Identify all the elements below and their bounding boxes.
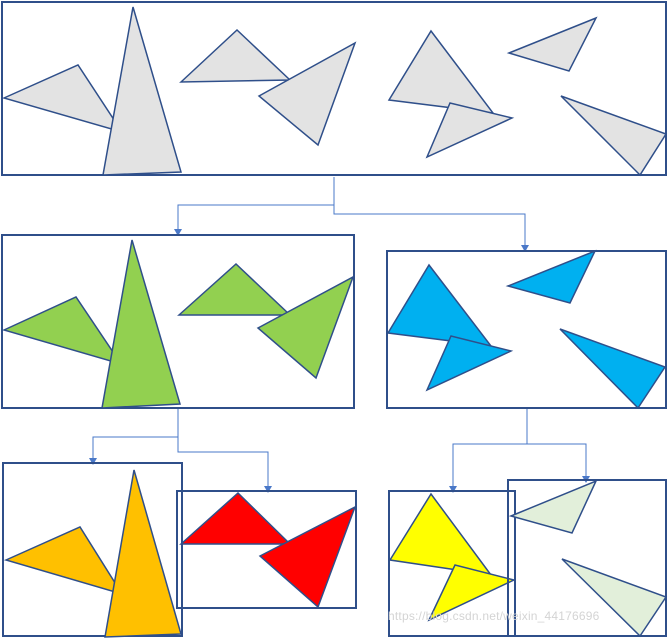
right-child-triangles	[386, 249, 667, 410]
leaf-right-b-triangles	[508, 479, 668, 638]
triangle	[561, 558, 668, 638]
triangle	[425, 335, 514, 392]
root-bounding-box	[1, 1, 667, 176]
leaf-left-a-triangles	[3, 469, 182, 638]
connector-right-to-leaf-a	[452, 409, 528, 487]
triangle	[425, 102, 515, 159]
triangle	[388, 492, 493, 577]
watermark-text: https://blog.csdn.net/weixin_44176696	[388, 609, 600, 623]
connector-root-to-left	[177, 177, 335, 230]
root-node	[1, 1, 668, 177]
connector-root-to-right	[333, 205, 526, 246]
leaf-right-a-triangles	[388, 492, 517, 622]
leaf-right-b-node	[507, 479, 668, 638]
triangle	[101, 239, 181, 409]
connectors	[89, 177, 590, 493]
triangle	[257, 41, 357, 147]
triangle	[177, 262, 292, 316]
leaf-right-a-bounding-box	[388, 490, 516, 637]
triangle	[559, 328, 667, 410]
connector-left-to-leaf-a	[92, 409, 179, 459]
triangle	[179, 491, 292, 545]
arrowhead	[449, 486, 457, 493]
triangle	[508, 479, 598, 534]
triangle	[104, 469, 182, 638]
root-triangles	[1, 6, 668, 177]
right-child-bounding-box	[386, 250, 667, 409]
left-child-bounding-box	[1, 234, 355, 409]
arrowhead	[89, 458, 97, 465]
leaf-left-a-node	[2, 462, 183, 638]
triangle	[258, 505, 357, 609]
leaf-left-a-bounding-box	[2, 462, 183, 637]
triangle	[3, 526, 124, 596]
left-child-node	[1, 234, 355, 409]
triangle	[506, 16, 598, 72]
triangle	[102, 6, 182, 176]
leaf-right-a-node	[388, 490, 517, 637]
triangle	[387, 29, 495, 114]
connector-right-to-leaf-b	[527, 443, 587, 477]
leaf-left-b-bounding-box	[176, 490, 357, 609]
arrowhead	[174, 229, 182, 236]
triangle	[505, 249, 597, 304]
leaf-right-b-bounding-box	[507, 479, 667, 637]
triangle	[427, 564, 517, 622]
right-child-node	[386, 249, 667, 410]
triangle	[560, 95, 668, 177]
left-child-triangles	[1, 239, 355, 409]
arrowhead	[264, 486, 272, 493]
triangle	[1, 64, 124, 134]
leaf-left-b-node	[176, 490, 357, 609]
connector-left-to-leaf-b	[177, 437, 269, 487]
triangle	[1, 296, 123, 366]
arrowhead	[521, 245, 529, 252]
triangle	[386, 263, 493, 347]
triangle	[179, 28, 292, 83]
triangle	[256, 275, 355, 380]
leaf-left-b-triangles	[179, 491, 357, 609]
